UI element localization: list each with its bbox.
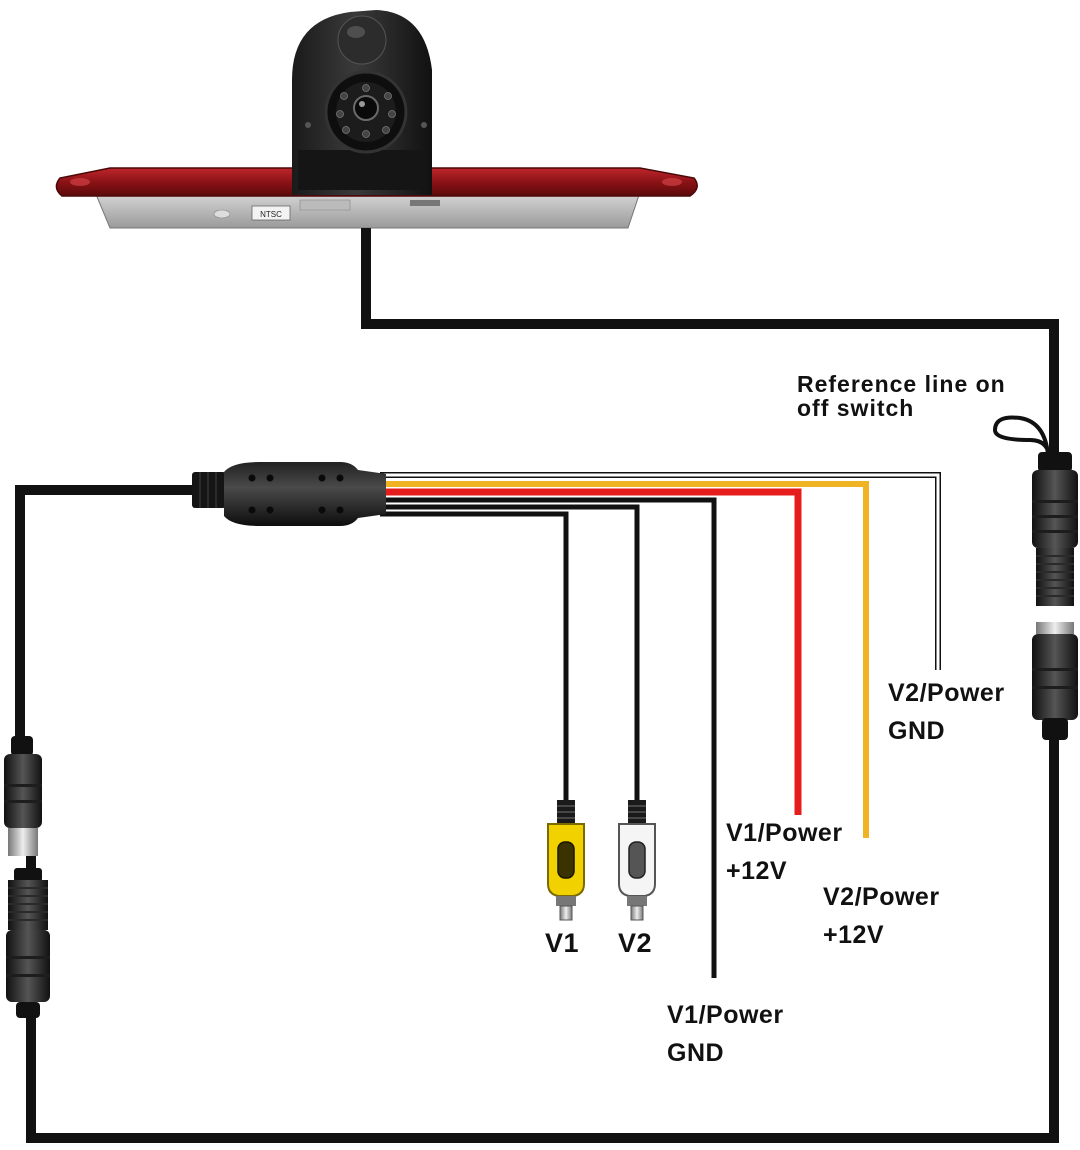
harness-connector — [192, 462, 386, 526]
wire-v2-power-12v — [380, 481, 869, 838]
left-cable — [15, 485, 205, 740]
reference-switch-label-line2: off switch — [797, 395, 915, 421]
camera-cable — [361, 228, 1059, 455]
v2-plug-label: V2 — [618, 928, 653, 958]
rca-plug-v1 — [547, 800, 585, 921]
reference-switch-label: Reference line on off switch — [797, 372, 1006, 420]
v1-power-12v-label-line2: +12V — [726, 857, 788, 885]
reference-line-loop — [992, 415, 1052, 463]
ntsc-badge: NTSC — [260, 210, 282, 219]
v1-plug-label: V1 — [545, 928, 580, 958]
v2-power-gnd-label-line2: GND — [888, 717, 946, 745]
v2-power-12v-label-line1: V2/Power — [823, 883, 940, 911]
left-connector-upper — [4, 736, 42, 856]
wire-v1-video — [380, 511, 569, 805]
wire-v2-power-gnd — [380, 472, 941, 670]
infrared-leds — [336, 84, 396, 138]
camera-lens — [353, 95, 379, 121]
v1-power-12v-label-line1: V1/Power — [726, 819, 843, 847]
reference-switch-label-line1: Reference line on — [797, 371, 1006, 397]
v1-power-gnd-label: V1/Power GND — [667, 996, 784, 1072]
brake-light-base — [94, 191, 641, 229]
right-connector-lower — [1032, 622, 1078, 740]
harness-wires — [380, 472, 941, 978]
v2-power-gnd-label-line1: V2/Power — [888, 679, 1005, 707]
v2-power-12v-label: V2/Power +12V — [823, 878, 940, 954]
v1-power-gnd-label-line2: GND — [667, 1039, 725, 1067]
wire-v2-video — [380, 504, 640, 805]
v2-power-gnd-label: V2/Power GND — [888, 674, 1005, 750]
v1-power-12v-label: V1/Power +12V — [726, 814, 843, 890]
brake-light-camera: NTSC — [55, 10, 698, 229]
v1-power-gnd-label-line1: V1/Power — [667, 1001, 784, 1029]
camera-swivel-ball — [337, 15, 387, 65]
wire-v1-power-gnd — [380, 497, 717, 978]
wire-v1-power-12v — [380, 488, 802, 815]
v2-power-12v-label-line2: +12V — [823, 921, 885, 949]
left-connector-lower — [6, 868, 50, 1018]
right-connector-upper — [1032, 452, 1078, 606]
rca-plug-v2 — [618, 800, 656, 921]
